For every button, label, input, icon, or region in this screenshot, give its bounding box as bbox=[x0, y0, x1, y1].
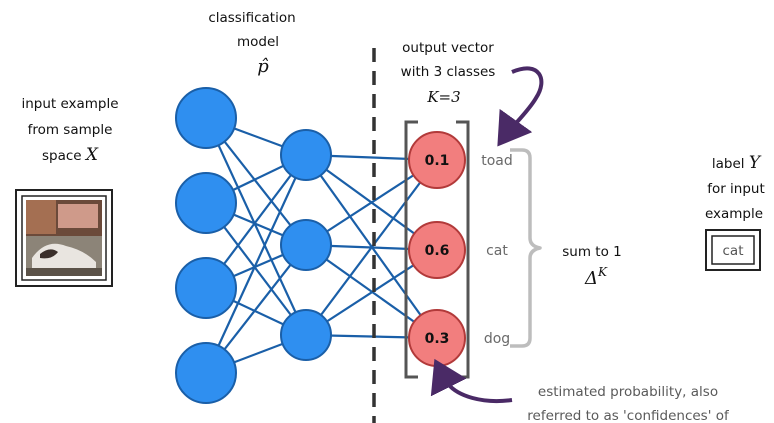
classes-arrow bbox=[497, 66, 544, 147]
simplex-symbol: ΔK bbox=[584, 265, 608, 289]
output-value-cat: 0.6 bbox=[425, 243, 450, 259]
output-bracket-left bbox=[404, 120, 418, 379]
input-label-line1: input example bbox=[21, 96, 118, 112]
input-layer-node-3 bbox=[175, 257, 237, 319]
probability-note-line2: referred to as 'confidences' of bbox=[527, 408, 730, 423]
output-class-cat: cat bbox=[486, 243, 508, 259]
hidden-layer-node-2 bbox=[280, 219, 332, 271]
input-layer-node-2 bbox=[175, 172, 237, 234]
true-label-line1: label Y bbox=[712, 153, 762, 173]
probability-arrow bbox=[430, 358, 513, 403]
true-label-line3: example bbox=[705, 206, 763, 222]
input-example-image bbox=[26, 200, 102, 276]
sum-brace bbox=[510, 148, 542, 348]
input-layer-node-4 bbox=[175, 342, 237, 404]
output-title: output vector bbox=[402, 40, 494, 56]
input-label-line2: from sample bbox=[28, 122, 113, 138]
true-label-line2: for input bbox=[707, 181, 765, 197]
output-class-toad: toad bbox=[481, 153, 513, 169]
model-symbol: p̂ bbox=[257, 56, 269, 77]
output-value-dog: 0.3 bbox=[425, 331, 450, 347]
true-label-value: cat bbox=[723, 243, 744, 259]
output-k: K=3 bbox=[426, 88, 460, 106]
hidden-nodes bbox=[175, 87, 332, 404]
probability-note-line1: estimated probability, also bbox=[538, 384, 718, 400]
hidden-layer-node-1 bbox=[280, 129, 332, 181]
output-node-toad bbox=[408, 131, 466, 189]
output-node-cat bbox=[408, 221, 466, 279]
edge-layer1-layer2 bbox=[205, 154, 307, 374]
edge-layer1-layer2 bbox=[205, 117, 307, 336]
sum-note-text: sum to 1 bbox=[562, 244, 621, 260]
input-layer-node-1 bbox=[175, 87, 237, 149]
model-title: classification bbox=[208, 10, 295, 26]
model-subtitle: model bbox=[237, 34, 279, 50]
edge-layer2-output bbox=[305, 159, 438, 336]
true-label-box-inner bbox=[711, 235, 755, 265]
output-class-dog: dog bbox=[484, 331, 510, 347]
input-label-line3: space X bbox=[42, 145, 99, 165]
hidden-layer-node-3 bbox=[280, 309, 332, 361]
output-subtitle: with 3 classes bbox=[401, 64, 496, 80]
output-value-toad: 0.1 bbox=[425, 153, 450, 169]
output-nodes: 0.1 toad 0.6 cat 0.3 dog bbox=[408, 131, 513, 367]
